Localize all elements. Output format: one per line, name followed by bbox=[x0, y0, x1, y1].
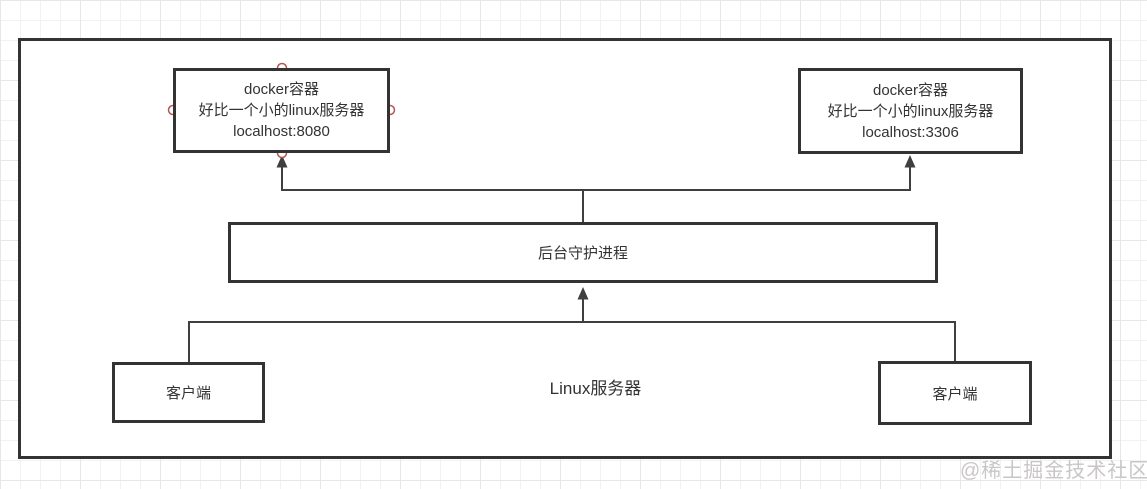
arrowhead-up-left bbox=[276, 155, 288, 168]
docker-right-title: docker容器 bbox=[872, 81, 949, 99]
docker-left-description: 好比一个小的linux服务器 bbox=[198, 102, 365, 119]
edge-daemon-to-docker-right[interactable] bbox=[582, 155, 916, 222]
docker-left-title: docker容器 bbox=[243, 81, 320, 98]
docker-right-description: 好比一个小的linux服务器 bbox=[827, 102, 994, 120]
client-left-label: 客户端 bbox=[165, 385, 211, 402]
watermark: @稀土掘金技术社区 bbox=[960, 460, 1147, 482]
client-left-node[interactable]: 客户端 bbox=[112, 362, 265, 423]
edge-clients-bus[interactable] bbox=[188, 321, 956, 362]
docker-left-address: localhost:8080 bbox=[233, 123, 330, 140]
docker-container-right-node[interactable]: docker容器 好比一个小的linux服务器 localhost:3306 bbox=[798, 68, 1023, 154]
edge-clients-to-daemon[interactable] bbox=[577, 287, 589, 322]
docker-container-left-node[interactable]: docker容器 好比一个小的linux服务器 localhost:8080 bbox=[173, 68, 390, 153]
client-right-label: 客户端 bbox=[932, 385, 978, 403]
daemon-process-node[interactable]: 后台守护进程 bbox=[228, 222, 938, 283]
edge-daemon-to-docker-left[interactable] bbox=[276, 155, 584, 222]
client-right-node[interactable]: 客户端 bbox=[878, 361, 1032, 425]
arrowhead-up-center bbox=[577, 287, 589, 300]
daemon-label: 后台守护进程 bbox=[537, 245, 628, 262]
linux-server-label: Linux服务器 bbox=[549, 379, 642, 398]
docker-right-address: localhost:3306 bbox=[862, 123, 959, 141]
arrowhead-up-right bbox=[904, 155, 916, 168]
